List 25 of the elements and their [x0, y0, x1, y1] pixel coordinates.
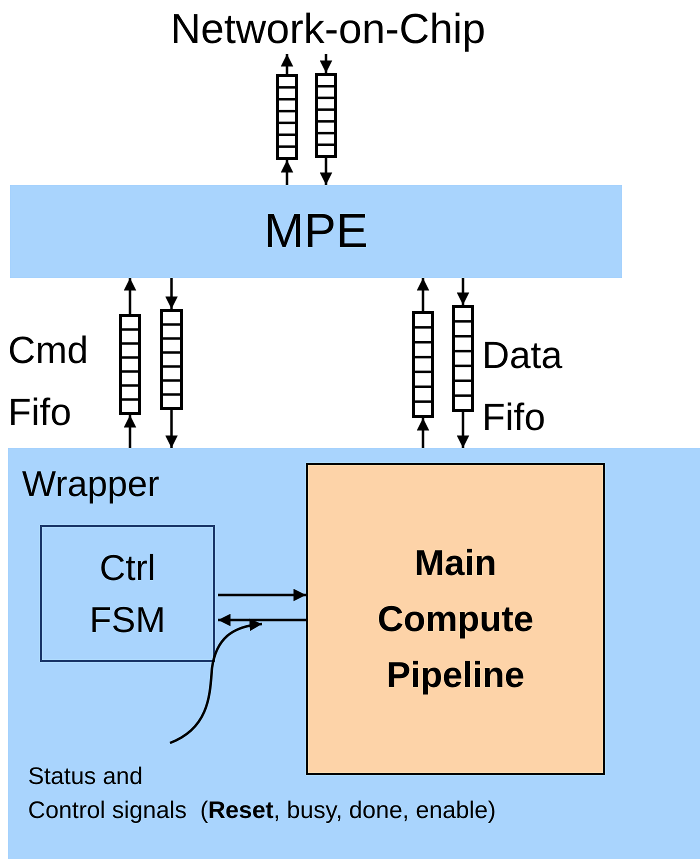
signal-note: Status and — [28, 762, 144, 792]
leader-line — [169, 619, 262, 744]
arrow — [124, 415, 136, 448]
arrow — [456, 412, 470, 448]
mpe-band: MPE — [10, 185, 622, 278]
region-title: Wrapper — [22, 462, 160, 506]
signal-note: Control signals (Reset, busy, done, enable) — [28, 796, 497, 826]
arrow — [165, 410, 178, 448]
fifo-label: Cmd Fifo — [8, 329, 90, 436]
network-label: Network-on-Chip — [140, 4, 516, 54]
pipeline-box: Main Compute Pipeline — [306, 463, 605, 775]
arrow — [124, 278, 136, 314]
wrapper-region — [8, 448, 700, 859]
arrow — [416, 278, 430, 311]
arrow — [320, 54, 332, 73]
arrow — [218, 614, 306, 626]
fifo-label: Data Fifo — [482, 334, 564, 441]
arrow — [218, 588, 306, 602]
state-machine-box: Ctrl FSM — [40, 525, 215, 662]
arrow — [165, 278, 178, 309]
arrow — [320, 158, 332, 185]
arrow — [456, 278, 470, 305]
arrow — [280, 160, 294, 185]
arrow — [280, 54, 294, 74]
arrow — [416, 418, 430, 448]
